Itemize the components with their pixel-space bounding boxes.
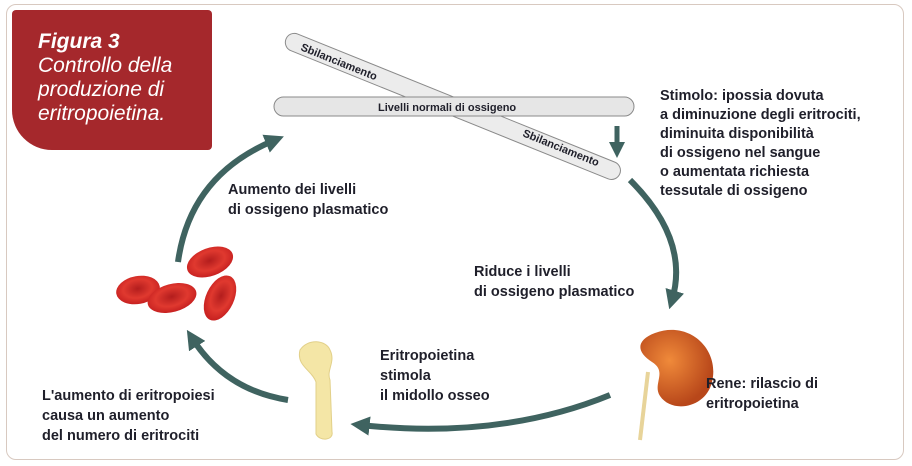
- increase-oxygen-line-2: di ossigeno plasmatico: [228, 200, 388, 220]
- bone-marrow-image: [299, 342, 332, 439]
- marrow-line-3: il midollo osseo: [380, 386, 490, 406]
- stimulus-line-5: o aumentata richiesta: [660, 162, 809, 182]
- stimulus-line-4: di ossigeno nel sangue: [660, 143, 820, 163]
- reduce-oxygen-line-1: Riduce i livelli: [474, 262, 571, 282]
- erythropoiesis-line-3: del numero di eritrociti: [42, 426, 199, 446]
- stimulus-line-6: tessutale di ossigeno: [660, 181, 807, 201]
- marrow-line-2: stimola: [380, 366, 431, 386]
- erythropoiesis-line-2: causa un aumento: [42, 406, 169, 426]
- stimulus-line-3: diminuita disponibilità: [660, 124, 814, 144]
- kidney-line-2: eritropoietina: [706, 394, 799, 414]
- erythropoiesis-line-1: L'aumento di eritropoiesi: [42, 386, 215, 406]
- increase-oxygen-line-1: Aumento dei livelli: [228, 180, 356, 200]
- kidney-line-1: Rene: rilascio di: [706, 374, 818, 394]
- stimulus-line-2: a diminuzione degli eritrociti,: [660, 105, 861, 125]
- normal-oxygen-label: Livelli normali di ossigeno: [378, 102, 516, 114]
- stimulus-line-1: Stimolo: ipossia dovuta: [660, 86, 824, 106]
- kidney-image: [640, 330, 713, 440]
- marrow-line-1: Eritropoietina: [380, 346, 474, 366]
- reduce-oxygen-line-2: di ossigeno plasmatico: [474, 282, 634, 302]
